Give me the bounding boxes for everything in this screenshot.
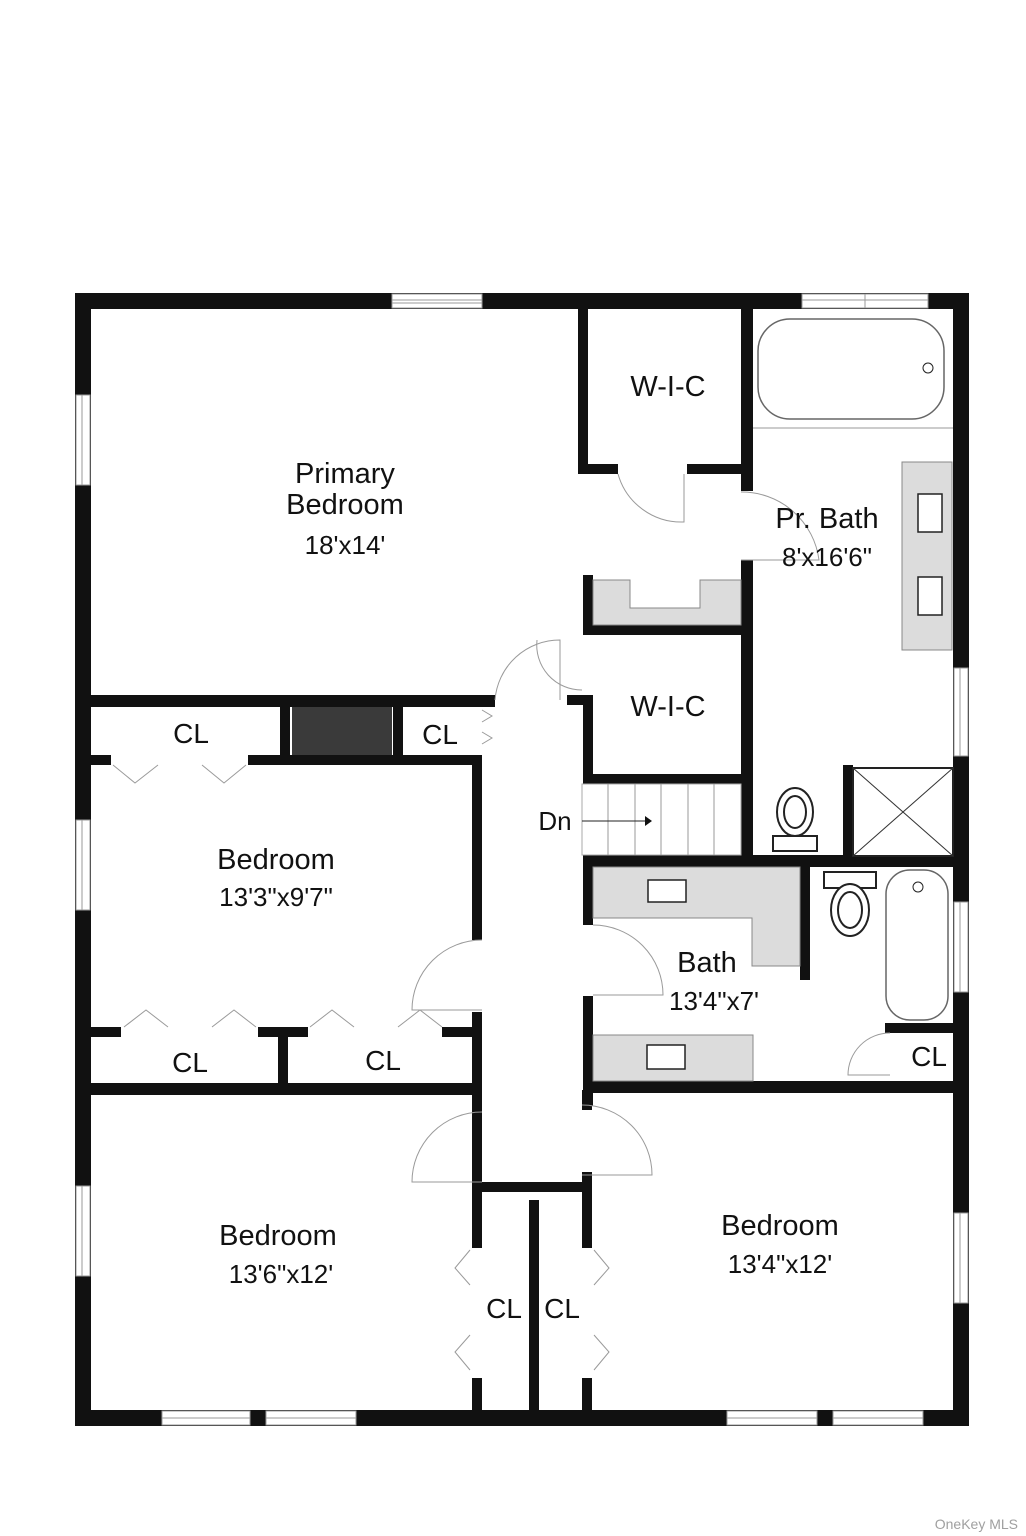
vanity-primary [901,461,953,651]
linen-counter [592,579,742,626]
closet-label: CL [911,1041,947,1072]
bathtub-hall [885,869,949,1021]
room-dimensions: 13'4"x12' [728,1249,832,1279]
closet-label: CL [173,718,209,749]
room-name: Bedroom [721,1210,839,1242]
room-name: W-I-C [630,371,705,403]
arrow-icon [645,816,652,826]
room-labels: Primary Bedroom 18'x14' W-I-C Pr. Bath 8… [172,371,947,1324]
room-name: Pr. Bath [775,503,878,535]
room-name: Bedroom [219,1220,337,1252]
stairs-down-label: Dn [538,806,571,836]
chimney [292,707,392,755]
room-name: Primary [295,458,395,490]
room-name: W-I-C [630,691,705,723]
vanity-bath-top [592,866,801,967]
fixtures [581,318,954,1082]
room-dimensions: 13'3"x9'7" [219,882,333,912]
room-name: Bedroom [286,489,404,521]
room-dimensions: 13'4"x7' [669,986,759,1016]
stairs [581,783,742,856]
room-dimensions: 13'6"x12' [229,1259,333,1289]
room-dimensions: 18'x14' [305,530,386,560]
closet-label: CL [422,719,458,750]
room-dimensions: 8'x16'6" [782,542,872,572]
room-name: Bedroom [217,844,335,876]
room-name: Bath [677,947,737,979]
doors [112,473,891,1371]
closet-label: CL [486,1293,522,1324]
closet-label: CL [365,1045,401,1076]
closet-label: CL [172,1047,208,1078]
closet-label: CL [544,1293,580,1324]
interior-walls [91,309,953,1418]
windows [75,293,969,1426]
bathtub-primary [757,318,945,420]
watermark: OneKey MLS [934,1516,1018,1532]
